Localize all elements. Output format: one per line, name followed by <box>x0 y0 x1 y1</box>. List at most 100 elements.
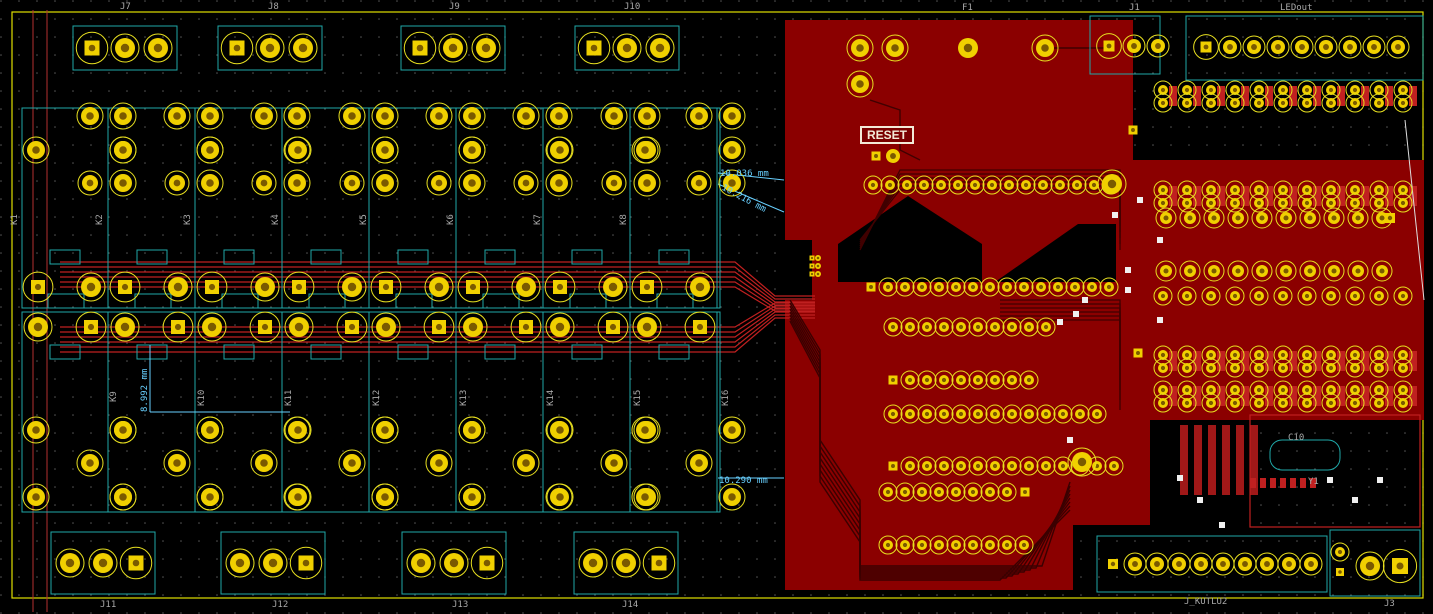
drill-hole <box>1155 43 1161 49</box>
relay-label-k6: K6 <box>446 214 456 225</box>
pad-ring <box>900 317 920 337</box>
pad-ring <box>718 169 746 197</box>
drill-hole <box>810 256 814 260</box>
pad-ring <box>1002 317 1022 337</box>
pad-ring <box>1297 393 1317 413</box>
drill-hole <box>435 179 443 187</box>
drill-hole <box>1352 400 1358 406</box>
smd-resistor <box>1337 351 1345 371</box>
drill-hole <box>941 463 947 469</box>
pad-ring <box>1099 277 1119 297</box>
pad-ring <box>1225 393 1245 413</box>
pad-ring <box>878 277 898 297</box>
via <box>1112 212 1118 218</box>
copper-trace <box>789 314 1071 571</box>
pad-ring <box>406 548 436 578</box>
drill-hole <box>1208 200 1214 206</box>
pad-ring <box>1153 286 1173 306</box>
smd-resistor <box>1241 186 1249 206</box>
pad-ring <box>718 416 746 444</box>
pad-ring <box>1002 456 1022 476</box>
drill-hole <box>1352 200 1358 206</box>
drill-hole <box>902 284 908 290</box>
drill-hole <box>1379 215 1385 221</box>
pad-ring <box>578 548 608 578</box>
relay-label-k3: K3 <box>183 214 193 225</box>
pad-ring <box>546 136 574 164</box>
outline-rect <box>72 25 178 71</box>
reset-button-footprint[interactable]: RESET <box>860 126 914 144</box>
pad-ring <box>371 102 399 130</box>
drill-hole <box>1328 187 1334 193</box>
pad-ring <box>1153 193 1173 213</box>
pad-ring <box>338 449 366 477</box>
drill-hole <box>975 324 981 330</box>
drill-hole <box>483 559 491 567</box>
pad-ring <box>632 312 662 342</box>
pad-ring <box>1321 193 1341 213</box>
drill-hole <box>87 323 95 331</box>
pad-ring <box>1393 358 1413 378</box>
drill-hole <box>119 426 127 434</box>
drill-hole <box>1004 489 1010 495</box>
pad-ring <box>846 34 874 62</box>
drill-hole <box>294 493 302 501</box>
pad-ring <box>220 31 254 65</box>
drill-hole <box>642 322 652 332</box>
pad-ring <box>512 102 540 130</box>
pad-ring <box>1275 260 1297 282</box>
drill-hole <box>1184 293 1190 299</box>
drill-hole <box>1187 268 1193 274</box>
pad-ring <box>1321 286 1341 306</box>
drill-hole <box>1400 100 1406 106</box>
drill-hole <box>816 272 820 276</box>
smd-resistor <box>1409 86 1417 106</box>
pad-ring <box>980 482 1000 502</box>
drill-hole <box>1256 200 1262 206</box>
pad-ring <box>1014 535 1034 555</box>
pad-ring <box>985 370 1005 390</box>
pad-ring <box>1179 207 1201 229</box>
outline-rect <box>658 344 690 360</box>
drill-hole <box>953 489 959 495</box>
drill-hole <box>416 44 424 52</box>
pad-ring <box>878 535 898 555</box>
pad-ring <box>255 33 285 63</box>
drill-hole <box>1242 561 1248 567</box>
drill-hole <box>1280 352 1286 358</box>
connector-label-j12: J12 <box>272 600 289 610</box>
outline-rect <box>49 249 81 265</box>
pad-ring <box>985 317 1005 337</box>
drill-hole <box>34 283 42 291</box>
drill-hole <box>1184 187 1190 193</box>
drill-hole <box>1283 215 1289 221</box>
drill-hole <box>870 182 876 188</box>
pad-ring <box>1153 393 1173 413</box>
drill-hole <box>119 179 127 187</box>
pad-ring <box>1177 358 1197 378</box>
pad-ring <box>371 169 399 197</box>
drill-hole <box>958 463 964 469</box>
drill-hole <box>120 43 130 53</box>
pad-ring <box>76 102 104 130</box>
drill-hole <box>206 112 214 120</box>
drill-hole <box>1400 187 1406 193</box>
pad-ring <box>1002 370 1022 390</box>
drill-hole <box>32 426 40 434</box>
via <box>1157 317 1163 323</box>
pad-ring <box>1087 404 1107 424</box>
drill-hole <box>206 146 214 154</box>
drill-hole <box>1077 457 1087 467</box>
outline-line <box>717 172 785 181</box>
crystal-outline <box>1269 439 1341 471</box>
pad-ring <box>1019 370 1039 390</box>
ic-pin-strip <box>1208 425 1216 495</box>
drill-hole <box>1208 365 1214 371</box>
pad-ring <box>250 102 278 130</box>
drill-hole <box>119 146 127 154</box>
outline-line <box>1404 119 1425 301</box>
pad-ring <box>1153 358 1173 378</box>
drill-hole <box>1208 387 1214 393</box>
pad-ring <box>997 535 1017 555</box>
